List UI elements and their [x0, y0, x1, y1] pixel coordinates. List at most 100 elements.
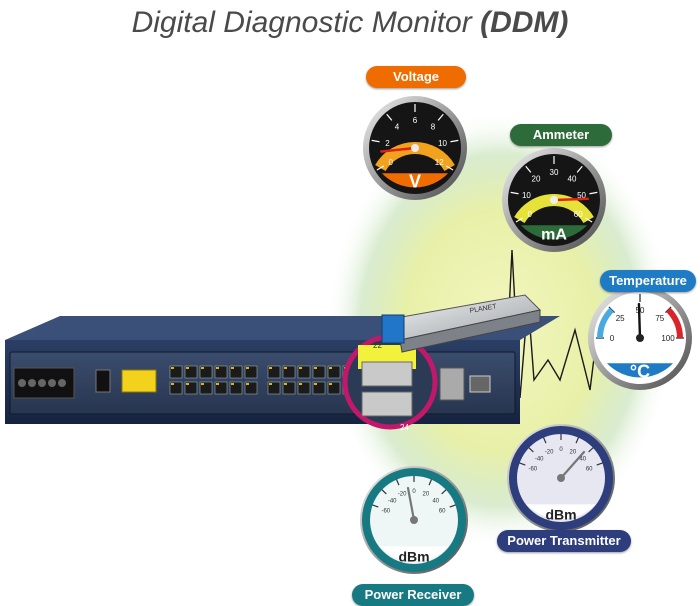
port-led: [216, 367, 219, 369]
gauge-tick-label: 100: [661, 334, 675, 343]
title-bold: (DDM): [480, 6, 569, 39]
port-led: [284, 367, 287, 369]
port-label-22: 22: [373, 341, 382, 350]
gauge-needle: [559, 450, 586, 480]
gauge-tick: [445, 165, 454, 171]
temperature-label: Temperature: [600, 270, 696, 292]
gauge-tick-label: 6: [413, 116, 418, 125]
gauge-tick-label: -40: [388, 498, 397, 504]
gauge-tick-label: 12: [435, 158, 444, 167]
port-led: [216, 383, 219, 385]
gauge-tick: [510, 191, 519, 195]
gauge-needle: [552, 197, 590, 202]
gauge-tick-label: 0: [528, 210, 533, 219]
gauge-tick-label: 75: [655, 314, 664, 323]
gauge-tick: [515, 217, 524, 223]
port-led: [171, 383, 174, 385]
port-led: [269, 367, 272, 369]
gauge-tick-label: -40: [535, 456, 544, 462]
gauge-unit-plate: [606, 363, 674, 378]
gauge-band: [666, 307, 683, 339]
gauge-tick: [386, 113, 393, 121]
gauge-tick-label: -20: [398, 491, 407, 497]
gauge-ring: [362, 468, 466, 572]
gauge-tick: [584, 217, 593, 223]
gauge-tick: [437, 113, 444, 121]
temperature-gauge: 0255075100°C: [588, 286, 692, 390]
gauge-tick-label: 40: [432, 498, 439, 504]
power-transmitter-label: Power Transmitter: [497, 530, 631, 552]
port-led: [329, 367, 332, 369]
gauge-unit: mA: [541, 227, 567, 244]
gauge-tick-label: 40: [579, 456, 586, 462]
sfp-slot-highlight: 22 24: [342, 334, 438, 432]
port-led: [231, 367, 234, 369]
port-led: [269, 383, 272, 385]
port-led: [186, 367, 189, 369]
gauge-tick-label: 0: [412, 489, 416, 495]
port-led: [314, 367, 317, 369]
gauge-tick: [525, 165, 532, 173]
gauge-tick: [576, 165, 583, 173]
gauge-tick: [450, 139, 459, 143]
dip-switch: [121, 369, 157, 393]
gauge-tick-label: 20: [532, 175, 541, 184]
gauge-needle: [406, 486, 416, 522]
gauge-tick: [376, 165, 385, 171]
gauge-tick-label: 25: [616, 314, 625, 323]
port-led: [299, 383, 302, 385]
power-receiver-label: Power Receiver: [352, 584, 474, 606]
gauge-tick-label: 2: [385, 139, 390, 148]
gauge-tick-label: 10: [522, 191, 531, 200]
gauge-needle: [379, 146, 417, 153]
gauge-tick-label: 60: [586, 467, 593, 473]
gauge-unit: dBm: [398, 548, 429, 564]
gauge-tick-label: 10: [438, 139, 447, 148]
gauge-unit-plate: [379, 546, 449, 562]
gauge-tick-label: -60: [528, 467, 537, 473]
port-label-24: 24: [400, 423, 409, 432]
gauge-tick: [589, 191, 598, 195]
port-led: [201, 367, 204, 369]
gauge-tick-label: 4: [395, 123, 400, 132]
port-led: [171, 367, 174, 369]
gauge-tick-label: 60: [574, 210, 583, 219]
gauge-tick-label: 8: [431, 123, 436, 132]
gauge-tick-label: 40: [568, 175, 577, 184]
gauge-ring: [509, 426, 613, 530]
gauge-tick-label: 20: [423, 491, 430, 497]
gauge-unit-plate: [520, 225, 588, 240]
gauge-hub: [411, 144, 419, 152]
port-led: [314, 383, 317, 385]
gauge-band: [597, 307, 614, 339]
gauge-needle: [637, 302, 642, 340]
port-led: [231, 383, 234, 385]
ammeter-label: Ammeter: [510, 124, 612, 146]
port-led: [299, 367, 302, 369]
gauge-tick-label: 60: [439, 509, 446, 515]
gauge-hub: [550, 196, 558, 204]
sfp-module: PLANET: [381, 294, 542, 353]
power-terminals: [13, 367, 75, 399]
gauge-tick-label: 50: [577, 191, 586, 200]
gauge-tick-label: 0: [389, 158, 394, 167]
port-led: [246, 383, 249, 385]
gauge-tick: [371, 139, 380, 143]
gauge-tick-label: -60: [381, 509, 390, 515]
gauge-tick-label: 0: [559, 447, 563, 453]
port-led: [246, 367, 249, 369]
gauge-unit: dBm: [545, 506, 576, 522]
gauge-hub: [636, 334, 644, 342]
port-led: [284, 383, 287, 385]
voltage-label: Voltage: [366, 66, 466, 88]
port-led: [329, 383, 332, 385]
gauge-tick-label: -20: [545, 449, 554, 455]
page-title: Digital Diagnostic Monitor (DDM): [0, 6, 700, 40]
port-led: [201, 383, 204, 385]
